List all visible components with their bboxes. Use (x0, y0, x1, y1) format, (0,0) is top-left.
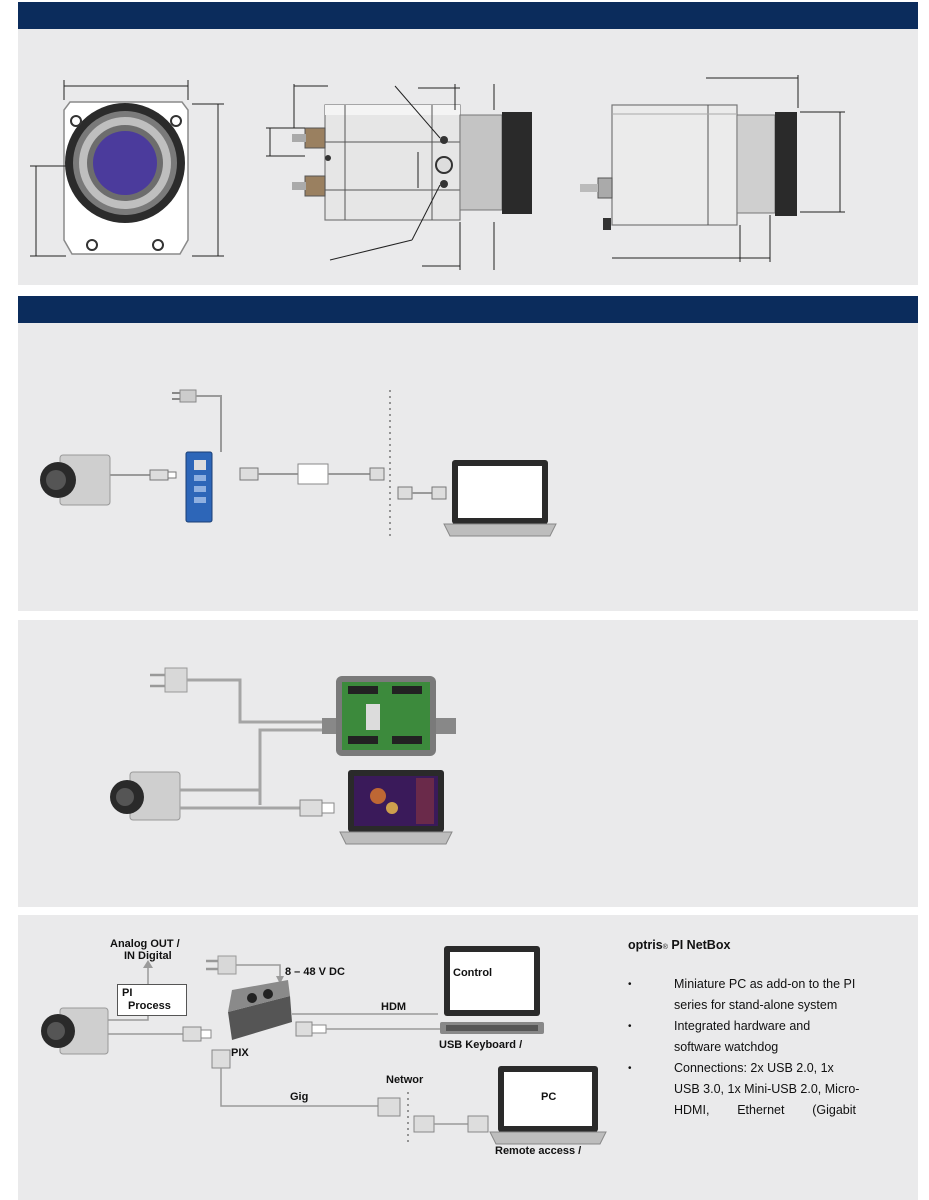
feature-item: Miniature PC as add-on to the PI series … (628, 974, 878, 1016)
feature-line: HDMI, Ethernet (Gigabit (674, 1103, 857, 1117)
feature-item: Connections: 2x USB 2.0, 1x USB 3.0, 1x … (628, 1058, 878, 1121)
pi-process-line1: PI (122, 987, 133, 999)
netbox-product-name: PI NetBox (667, 938, 731, 952)
feature-line: USB 3.0, 1x Mini-USB 2.0, Micro- (674, 1082, 860, 1096)
section-header-bar-dimensions (18, 2, 918, 29)
netbox-description: optris® PI NetBox Miniature PC as add-on… (628, 938, 878, 1121)
usb-plug-icon (295, 1021, 327, 1037)
power-plug-icon (206, 955, 237, 975)
network-plug-icon (377, 1097, 401, 1117)
netbox-feature-list: Miniature PC as add-on to the PI series … (628, 974, 878, 1121)
analog-out-label: Analog OUT / (110, 938, 180, 950)
laptop-icon (489, 1066, 607, 1145)
netbox-title: optris® PI NetBox (628, 938, 878, 952)
usb-plug-icon (299, 799, 335, 817)
feature-line: software watchdog (674, 1040, 779, 1054)
power-plug-icon (172, 389, 197, 403)
keyboard-icon (440, 1022, 544, 1034)
feature-item: Integrated hardware and software watchdo… (628, 1016, 878, 1058)
gigabit-label: Gig (290, 1091, 309, 1103)
process-interface-diagram (110, 667, 456, 845)
network-plug-icon (369, 467, 385, 481)
camera-icon (110, 771, 181, 821)
control-label: Control (453, 967, 493, 979)
usb-plug-icon (149, 469, 177, 481)
voltage-label: 8 – 48 V DC (285, 966, 345, 978)
dimension-drawings (30, 75, 845, 270)
network-label: Networ (386, 1074, 424, 1086)
network-plug-icon (413, 1115, 435, 1133)
netbox-brand: optris (628, 938, 663, 952)
remote-access-label: Remote access / (495, 1145, 582, 1157)
usb-keyboard-label: USB Keyboard / (439, 1039, 523, 1051)
network-plug-icon (211, 1049, 231, 1069)
pi-process-box: PI Process (117, 984, 187, 1016)
camera-icon (41, 1007, 109, 1055)
pi-process-line2: Process (128, 1000, 171, 1012)
monitor-icon (444, 946, 540, 1016)
usb-plug-icon (182, 1026, 212, 1042)
section-header-bar-connections (18, 296, 918, 323)
usb-server-diagram (40, 389, 557, 540)
camera-icon (40, 454, 111, 506)
pc-label: PC (541, 1091, 557, 1103)
feature-line: Integrated hardware and (674, 1019, 811, 1033)
camera-front-view (30, 80, 224, 257)
pix-label: PIX (231, 1047, 249, 1059)
feature-line: series for stand-alone system (674, 998, 838, 1012)
usb-server-icon (185, 451, 213, 523)
hdm-label: HDM (381, 1001, 407, 1013)
feature-line: Connections: 2x USB 2.0, 1x (674, 1061, 834, 1075)
in-digital-label: IN Digital (124, 950, 172, 962)
laptop-icon (443, 460, 557, 537)
camera-top-view (580, 75, 845, 262)
feature-line: Miniature PC as add-on to the PI (674, 977, 856, 991)
network-plug-icon (467, 1115, 489, 1133)
registered-mark: ® (662, 944, 668, 951)
camera-side-view (266, 84, 532, 270)
netbox-device-icon (228, 980, 292, 1040)
laptop-thermal-image-icon (339, 770, 453, 845)
industrial-process-interface-icon (322, 676, 456, 756)
